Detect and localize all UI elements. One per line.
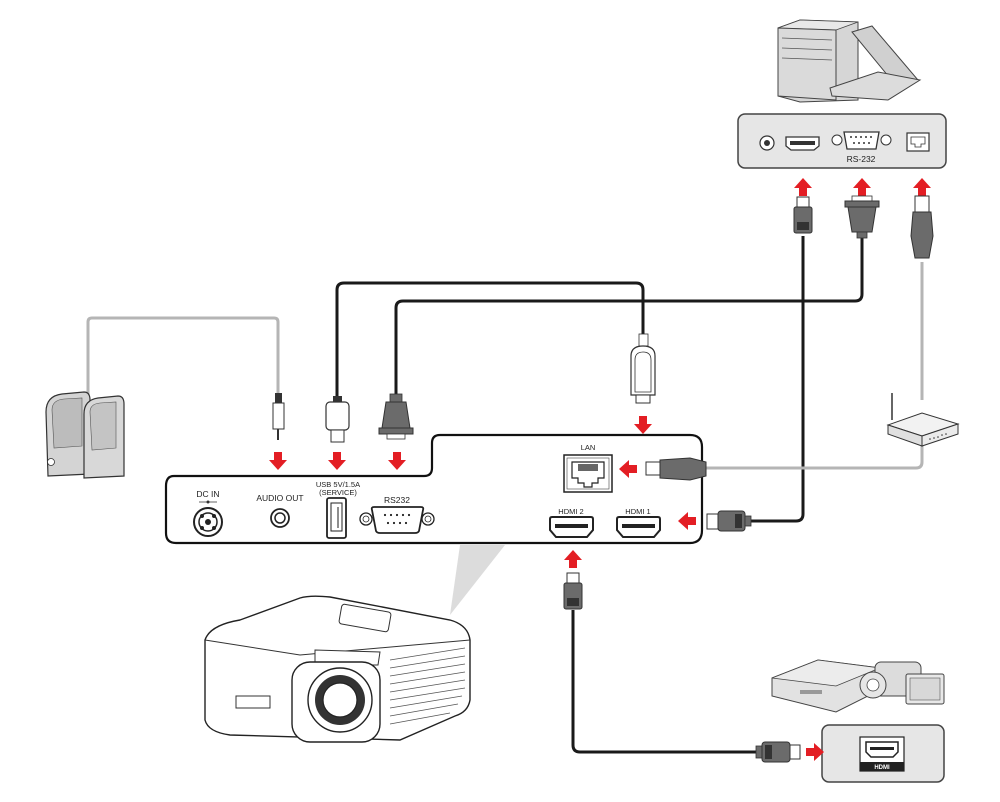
- speaker-knob-icon: [47, 458, 55, 466]
- computer-rs232-label: RS-232: [847, 154, 876, 164]
- lan-port-icon: [563, 454, 613, 493]
- av-source-device: [771, 659, 945, 713]
- arrow-icon: [269, 452, 287, 470]
- arrow-icon: [634, 416, 652, 434]
- dc-in-label: DC IN: [196, 489, 219, 499]
- usb-label-line2: (SERVICE): [319, 488, 357, 497]
- computer-device: [777, 19, 922, 103]
- hdmi-plug-computer: [793, 196, 813, 234]
- cable-audio: [86, 316, 280, 395]
- speakers-device: [45, 391, 125, 479]
- computer-rs232-port-icon: [831, 131, 892, 150]
- usb-port-icon: [326, 497, 347, 539]
- audio-out-label: AUDIO OUT: [256, 493, 303, 503]
- arrow-icon: [388, 452, 406, 470]
- computer-lan-port-icon: [906, 132, 930, 152]
- audio-plug: [272, 393, 285, 440]
- cable-hdmi1: [748, 236, 805, 523]
- audio-out-port-icon: [270, 508, 290, 528]
- projector-beam: [450, 545, 505, 615]
- cable-lan: [706, 428, 924, 470]
- av-hdmi-plug: [755, 741, 801, 763]
- arrow-icon: [913, 178, 931, 196]
- router-device: [886, 393, 960, 447]
- usb-plug: [325, 396, 350, 443]
- cable-usb: [335, 281, 645, 398]
- hdmi1-label: HDMI 1: [625, 507, 650, 516]
- hdmi-dongle: [630, 333, 656, 404]
- arrow-icon: [328, 452, 346, 470]
- arrow-icon: [794, 178, 812, 196]
- hdmi2-port-icon: [549, 516, 594, 538]
- cable-rs232: [394, 235, 864, 397]
- cable-hdmi2: [571, 610, 760, 754]
- rs232-plug-computer: [844, 195, 880, 239]
- hdmi2-plug: [563, 550, 583, 610]
- lan-plug-computer: [910, 195, 934, 259]
- lan-label: LAN: [581, 443, 596, 452]
- rs232-label: RS232: [384, 495, 410, 505]
- usb-label-line1: USB 5V/1.5A: [316, 480, 360, 489]
- lan-plug-projector: [645, 457, 707, 481]
- av-hdmi-label: HDMI: [874, 765, 890, 771]
- arrow-icon: [564, 550, 582, 568]
- dc-in-port-icon: [193, 507, 223, 537]
- arrow-icon: [853, 178, 871, 196]
- rs232-port-icon: [359, 506, 435, 534]
- hdmi1-plug: [706, 510, 752, 532]
- projector-device: [204, 595, 471, 743]
- av-hdmi-panel: HDMI: [821, 724, 945, 783]
- rs232-plug-projector: [378, 393, 414, 440]
- computer-port-panel: RS-232: [737, 113, 947, 169]
- hdmi2-label: HDMI 2: [558, 507, 583, 516]
- projector-port-panel: DC IN AUDIO OUT USB 5V/1.5A (SERVICE) RS…: [164, 433, 704, 545]
- hdmi1-port-icon: [616, 516, 661, 538]
